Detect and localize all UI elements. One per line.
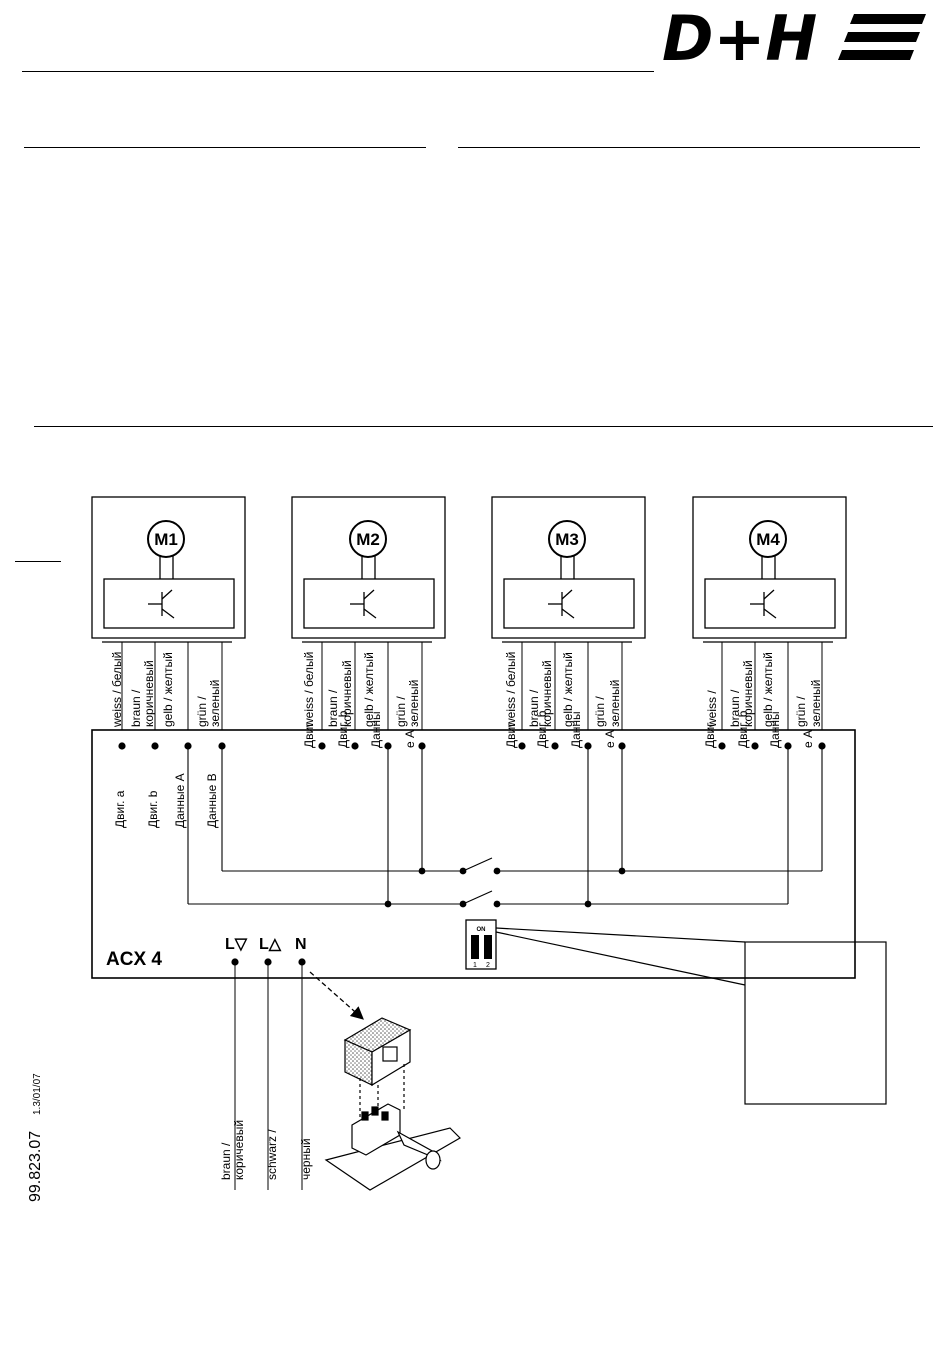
m2-wire-green-ru: зеленый	[407, 680, 421, 727]
m4-wire-brown: braun /	[728, 689, 742, 727]
power-brown: braun /	[219, 1142, 233, 1180]
m4-wire-green-ru: зеленый	[809, 680, 823, 727]
m3-wire-brown: braun /	[527, 689, 541, 727]
m4-wire-brown-ru: коричневый	[741, 660, 755, 727]
m4-term-dvig: Двиг	[703, 722, 717, 748]
power-wires	[234, 962, 303, 1190]
terminal-n: N	[295, 936, 307, 953]
m1-wire-white: weiss / белый	[110, 652, 124, 728]
m3-wire-green-ru: зеленый	[608, 680, 622, 727]
logo-text: D+H	[662, 4, 817, 70]
side-mark	[15, 561, 61, 562]
m4-wire-white: weiss /	[705, 690, 719, 728]
logo-stripes-icon	[838, 14, 926, 60]
bus-wiring	[187, 746, 823, 905]
m1-wire-brown-ru: коричневый	[142, 660, 156, 727]
terminal-l-up: L△	[259, 936, 282, 953]
m3-term-e-a: е А	[603, 730, 617, 748]
motor-label-m2: M2	[356, 530, 380, 549]
transistor-icon	[548, 589, 575, 619]
m2-wire-green: grün /	[394, 696, 408, 727]
doc-number: 99.823.07	[27, 1131, 44, 1202]
motor-label-m3: M3	[555, 530, 579, 549]
connector-arrow	[309, 971, 364, 1020]
m2-wire-brown: braun /	[326, 689, 340, 727]
m3-wire-yellow: gelb / желтый	[561, 652, 575, 727]
m3-wire-brown-ru: коричневый	[540, 660, 554, 727]
dip-2-label: 2	[486, 962, 490, 969]
plug-connector-icon	[324, 1017, 461, 1191]
m1-wire-green-ru: зеленый	[208, 680, 222, 727]
m2-term-danny: Данны	[369, 711, 383, 748]
m3-term-dvig: Двиг	[504, 722, 518, 748]
motor-symbol-m4	[749, 520, 787, 558]
controller-name: ACX 4	[106, 949, 162, 970]
term-data-a: Данные A	[173, 773, 187, 828]
m2-wire-yellow: gelb / желтый	[362, 652, 376, 727]
motor-symbol-m1	[147, 520, 185, 558]
term-motor-b: Двиг. b	[146, 790, 160, 828]
transistor-icon	[750, 589, 777, 619]
m1-wire-green: grün /	[195, 696, 209, 727]
m4-wire-yellow: gelb / желтый	[761, 652, 775, 727]
transistor-icon	[350, 589, 377, 619]
m1-wire-brown: braun /	[129, 689, 143, 727]
motor-unit-m1	[91, 496, 246, 643]
motor-unit-m4	[692, 496, 847, 643]
dip-callout	[495, 927, 887, 1105]
header-rule-right	[458, 147, 920, 148]
header-rule-left	[24, 147, 426, 148]
m2-term-dvig-b: Двиг. b	[336, 710, 350, 748]
term-motor-a: Двиг. a	[113, 790, 127, 828]
switch-lever	[462, 857, 493, 872]
motor-unit-m3	[491, 496, 646, 643]
m4-term-e-a: е А	[801, 730, 815, 748]
motor-symbol-m3	[548, 520, 586, 558]
header-rule-top	[22, 71, 654, 72]
m3-wire-green: grün /	[593, 696, 607, 727]
term-data-b: Данные B	[205, 773, 219, 828]
section-rule	[34, 426, 933, 427]
motor-cables	[121, 642, 823, 730]
m2-term-e-a: е А	[403, 730, 417, 748]
m4-term-danny: Данны	[768, 711, 782, 748]
switch-lever	[462, 890, 493, 905]
power-brown-ru: коричевый	[232, 1120, 246, 1180]
power-black: schwarz /	[265, 1129, 279, 1180]
m4-term-dvig-b: Двиг. b	[736, 710, 750, 748]
motor-unit-m2	[291, 496, 446, 643]
dip-switch: ON 1 2	[465, 919, 497, 970]
m3-term-danny: Данны	[569, 711, 583, 748]
motor-label-m4: M4	[756, 530, 780, 549]
acx4-controller	[91, 729, 856, 979]
m4-wire-green: grün /	[794, 696, 808, 727]
terminal-dots	[118, 742, 826, 966]
m1-wire-yellow: gelb / желтый	[161, 652, 175, 727]
m2-wire-brown-ru: коричневый	[340, 660, 354, 727]
motor-symbol-m2	[349, 520, 387, 558]
m3-term-dvig-b: Двиг. b	[535, 710, 549, 748]
m3-wire-white: weiss / белый	[504, 652, 518, 728]
dip-on-label: ON	[477, 927, 486, 933]
terminal-l-down: L▽	[225, 936, 248, 953]
motor-label-m1: M1	[154, 530, 178, 549]
power-black-ru: черный	[299, 1138, 313, 1180]
m2-wire-white: weiss / белый	[302, 652, 316, 728]
m2-term-dvig: Двиг	[302, 722, 316, 748]
dh-logo: D+H	[662, 2, 932, 75]
doc-version: 1.3/01/07	[32, 1073, 43, 1115]
dip-1-label: 1	[473, 962, 477, 969]
transistor-icon	[148, 589, 175, 619]
